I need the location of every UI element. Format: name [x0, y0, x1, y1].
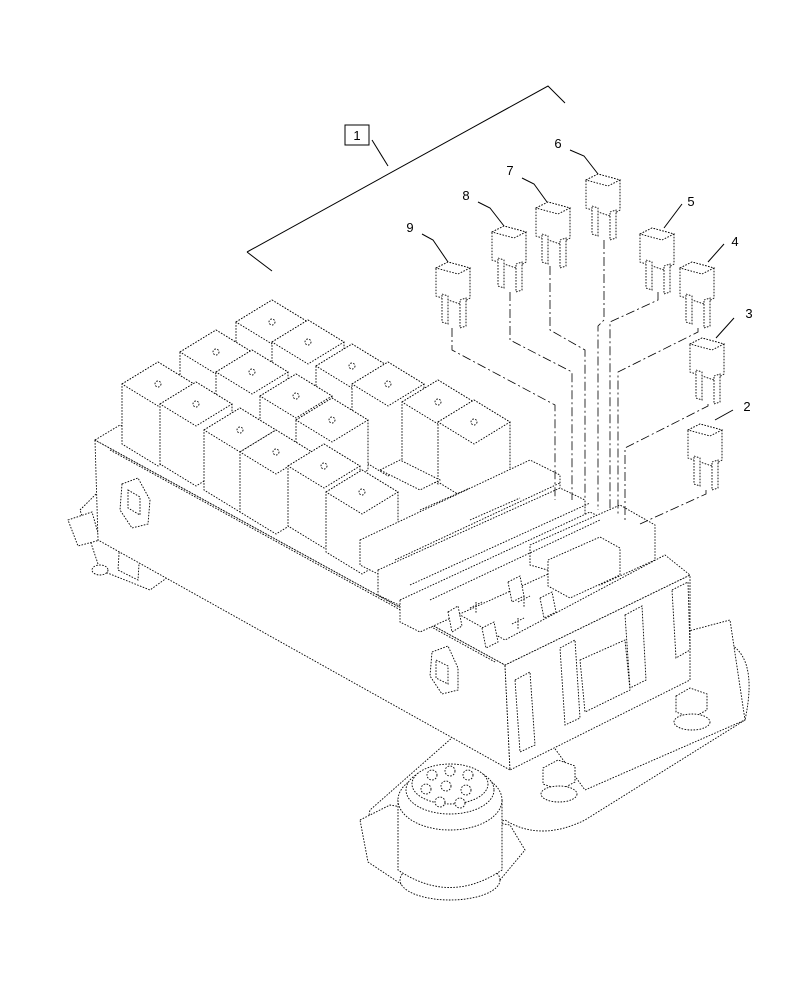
fuse-2 [686, 423, 724, 491]
circular-connector [359, 763, 526, 901]
callout-5-label: 5 [687, 194, 694, 209]
fuse-leader-lines [451, 240, 709, 525]
callout-2: 2 [714, 399, 751, 421]
callout-9-label: 9 [406, 220, 413, 235]
housing [67, 424, 750, 843]
fuse-4 [678, 261, 716, 329]
callout-8: 8 [462, 188, 505, 227]
callout-3: 3 [715, 306, 753, 339]
fuse-3 [688, 337, 726, 405]
callout-9: 9 [406, 220, 449, 263]
connector-pins [420, 765, 474, 809]
fuse-5 [638, 227, 676, 295]
callout-7: 7 [506, 163, 548, 203]
callout-1: 1 [344, 124, 370, 146]
fuse-7 [534, 201, 572, 269]
fuse-9 [434, 261, 472, 329]
callout-6: 6 [554, 136, 599, 175]
callout-4: 4 [707, 234, 739, 263]
fuse-8 [490, 225, 528, 293]
callout-8-label: 8 [462, 188, 469, 203]
callout-3-label: 3 [745, 306, 752, 321]
callout-7-label: 7 [506, 163, 513, 178]
callout-6-label: 6 [554, 136, 561, 151]
assembly-bracket [246, 85, 566, 272]
fuse-6 [584, 173, 622, 241]
callout-4-label: 4 [731, 234, 738, 249]
fuse-sockets [359, 459, 656, 649]
callout-2-label: 2 [743, 399, 750, 414]
callout-1-label: 1 [353, 128, 360, 143]
callout-5: 5 [663, 194, 695, 229]
relay-array [121, 299, 511, 575]
